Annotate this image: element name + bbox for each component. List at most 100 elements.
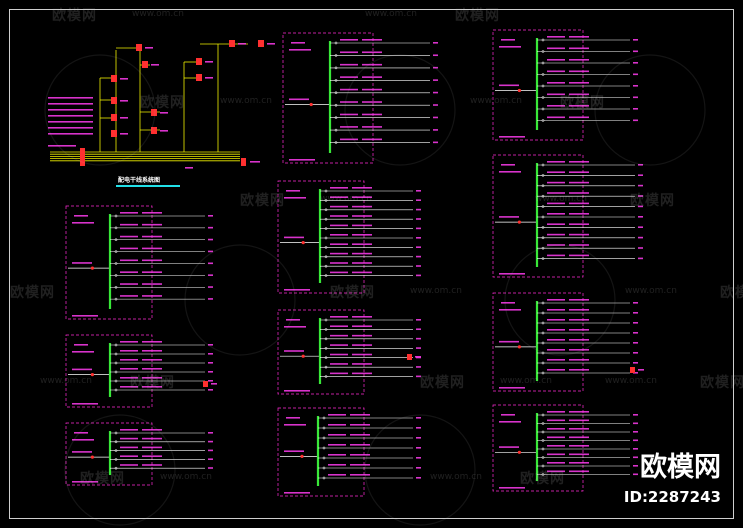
watermark-url: www.om.cn: [320, 194, 372, 204]
circuit-breaker: [324, 328, 328, 331]
panel-label: [74, 215, 88, 217]
circuit-label: [328, 434, 346, 436]
circuit-label: [330, 353, 348, 356]
watermark-arc: [344, 54, 456, 166]
circuit-breaker: [322, 436, 326, 440]
incoming-label: [72, 262, 92, 264]
circuit-breaker: [114, 388, 118, 392]
circuit-label: [330, 316, 348, 318]
circuit-label: [569, 470, 589, 473]
incoming-label: [72, 368, 92, 371]
circuit-breaker: [114, 226, 118, 230]
circuit-label: [547, 309, 565, 311]
circuit-breaker: [541, 413, 545, 417]
circuit-label: [547, 339, 565, 341]
circuit-label: [142, 283, 162, 285]
incoming-breaker: [309, 102, 313, 107]
brand-logo: 欧模网: [640, 452, 721, 483]
circuit-label: [352, 243, 372, 245]
panel-label: [291, 42, 305, 44]
circuit-label: [547, 369, 565, 371]
distribution-box-label: [205, 61, 213, 63]
circuit-tag: [638, 184, 643, 187]
end-marker-label: [211, 383, 217, 385]
riser-note: [48, 121, 93, 123]
panel-caption: [284, 289, 310, 291]
circuit-tag: [208, 389, 213, 391]
panel-caption: [284, 492, 310, 494]
circuit-label: [328, 474, 346, 476]
incoming-breaker: [517, 220, 522, 224]
circuit-tag: [433, 66, 438, 69]
circuit-breaker: [541, 226, 545, 229]
circuit-breaker: [324, 227, 328, 230]
circuit-tag: [638, 247, 643, 249]
circuit-label: [350, 424, 370, 426]
circuit-label: [142, 235, 162, 238]
panel-box: [277, 407, 365, 497]
watermark-arc: [364, 414, 476, 526]
circuit-tag: [416, 218, 421, 220]
circuit-breaker: [541, 119, 545, 122]
circuit-breaker: [114, 466, 118, 470]
circuit-label: [569, 233, 589, 236]
circuit-tag: [208, 262, 213, 265]
circuit-label: [328, 454, 346, 456]
circuit-breaker: [541, 96, 545, 99]
circuit-label: [569, 161, 589, 163]
watermark-url: www.om.cn: [625, 286, 677, 296]
circuit-label: [340, 88, 358, 91]
circuit-label: [142, 377, 162, 379]
watermark-arc: [44, 54, 156, 166]
circuit-tag: [633, 422, 638, 425]
circuit-tag: [638, 205, 643, 208]
circuit-label: [362, 101, 382, 103]
watermark-text: 欧模网: [700, 375, 743, 391]
panel-box: [65, 205, 153, 320]
circuit-label: [120, 386, 138, 388]
circuit-label: [120, 223, 138, 226]
circuit-label: [352, 353, 372, 356]
circuit-label: [340, 113, 358, 116]
circuit-label: [569, 254, 589, 257]
circuit-breaker: [541, 246, 545, 250]
circuit-label: [569, 369, 589, 371]
circuit-label: [330, 215, 348, 217]
panel-label: [499, 46, 521, 48]
circuit-label: [569, 419, 589, 422]
circuit-tag: [633, 372, 638, 374]
circuit-label: [120, 271, 138, 273]
incoming-breaker: [300, 454, 304, 458]
circuit-label: [120, 350, 138, 352]
watermark-arc: [64, 414, 176, 526]
circuit-tag: [416, 265, 421, 267]
circuit-label: [120, 377, 138, 379]
riser-end-label: [250, 161, 260, 163]
circuit-breaker: [541, 163, 545, 167]
circuit-label: [547, 161, 565, 163]
circuit-label: [330, 224, 348, 227]
panel-label: [501, 164, 515, 166]
panel-caption: [72, 315, 98, 317]
riser-note: [48, 115, 93, 117]
incoming-label: [499, 216, 519, 218]
circuit-breaker: [541, 361, 545, 365]
circuit-tag: [633, 322, 638, 324]
circuit-tag: [208, 286, 213, 288]
circuit-label: [120, 368, 138, 370]
circuit-label: [569, 436, 589, 439]
circuit-label: [569, 36, 589, 38]
incoming-breaker: [90, 266, 94, 270]
circuit-breaker: [541, 331, 545, 335]
distribution-box: [151, 127, 157, 134]
circuit-tag: [433, 79, 438, 81]
circuit-label: [569, 181, 589, 184]
circuit-tag: [416, 237, 421, 239]
circuit-label: [569, 453, 589, 456]
circuit-label: [569, 171, 589, 173]
circuit-label: [350, 454, 370, 456]
circuit-label: [569, 213, 589, 215]
circuit-breaker: [541, 38, 545, 42]
circuit-label: [352, 205, 372, 208]
